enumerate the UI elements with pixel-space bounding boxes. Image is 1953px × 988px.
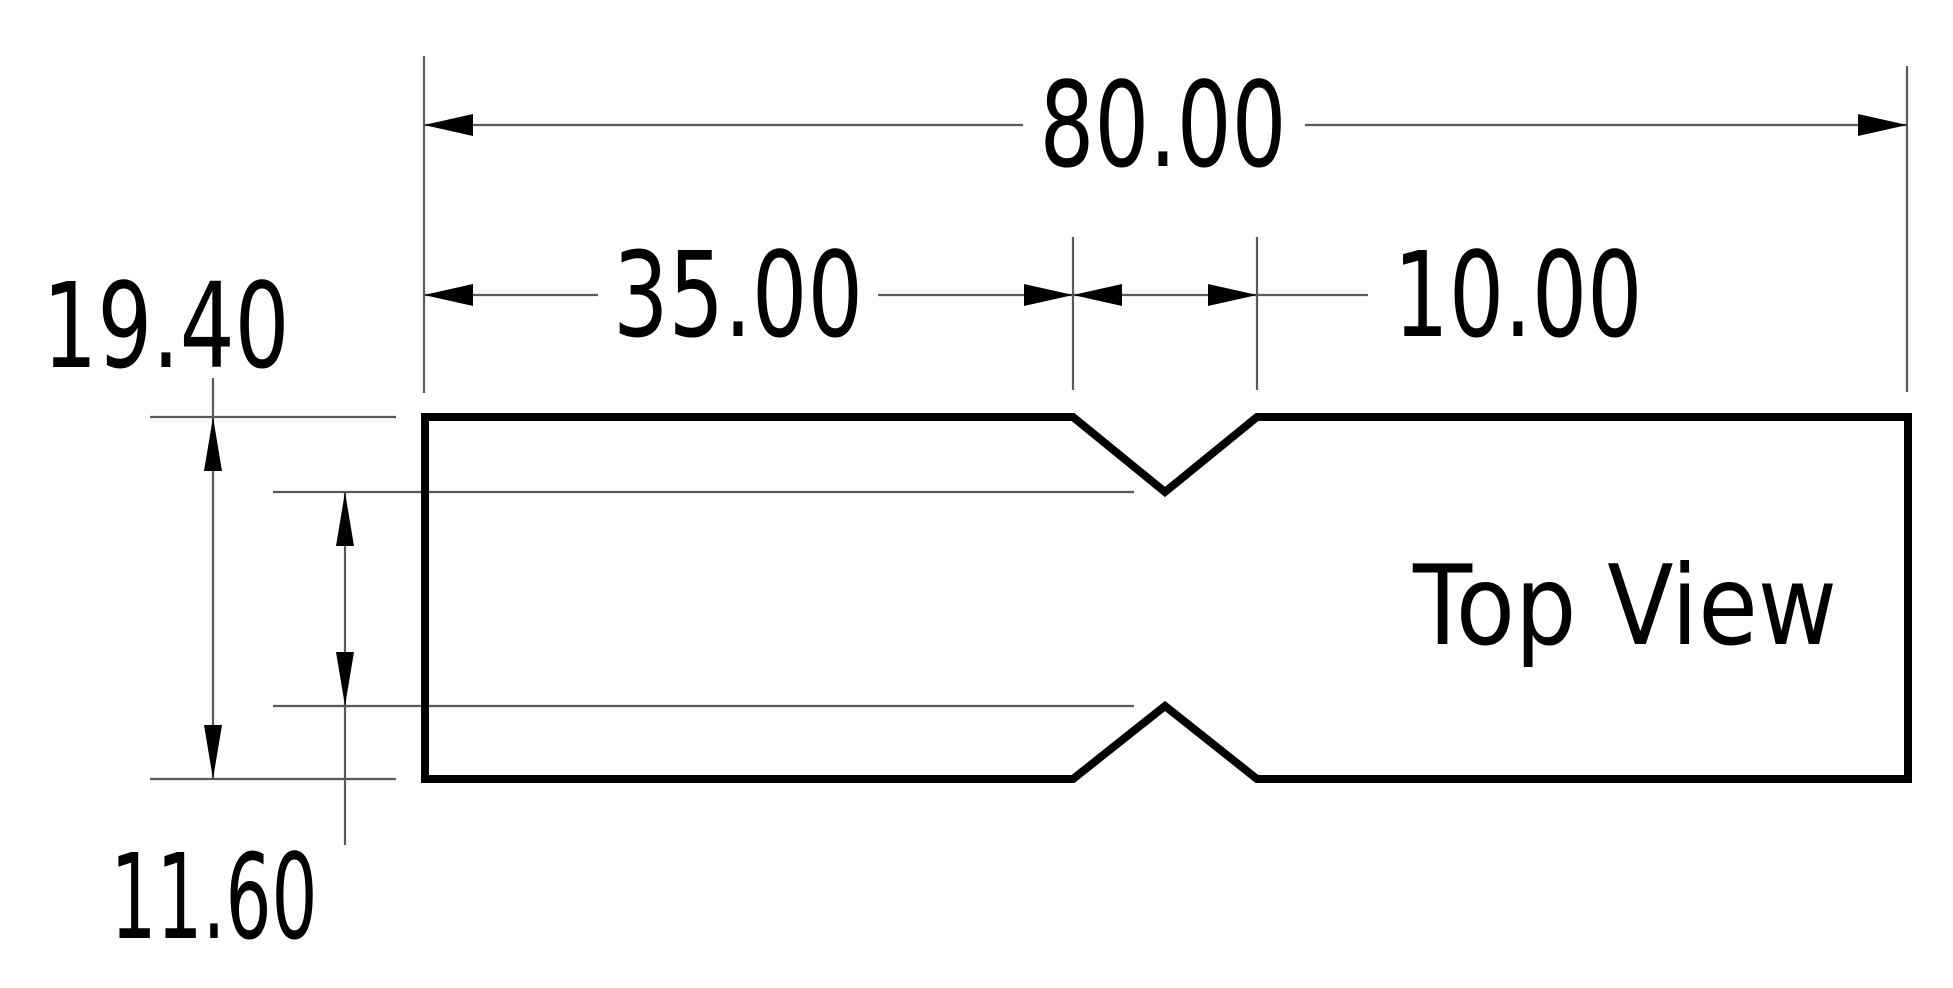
dim-text-10: 10.00: [1394, 226, 1643, 364]
dim-text-11: 11.60: [111, 828, 318, 966]
arrow-11-top: [336, 492, 354, 546]
part-outline: [421, 413, 1912, 783]
dim-text-35: 35.00: [613, 226, 863, 364]
arrow-80-right: [1858, 114, 1907, 136]
view-title-text: Top View: [1412, 542, 1837, 671]
arrow-10-right: [1208, 284, 1257, 306]
arrow-11-bottom: [336, 652, 354, 706]
dim-text-80: 80.00: [1040, 56, 1287, 194]
arrow-10-left: [1073, 284, 1122, 306]
arrow-19-top: [204, 417, 222, 471]
arrow-80-left: [424, 114, 473, 136]
arrow-35-left: [424, 284, 473, 306]
dim-text-19: 19.40: [43, 257, 290, 395]
arrow-19-bottom: [204, 725, 222, 779]
arrow-35-right: [1024, 284, 1073, 306]
